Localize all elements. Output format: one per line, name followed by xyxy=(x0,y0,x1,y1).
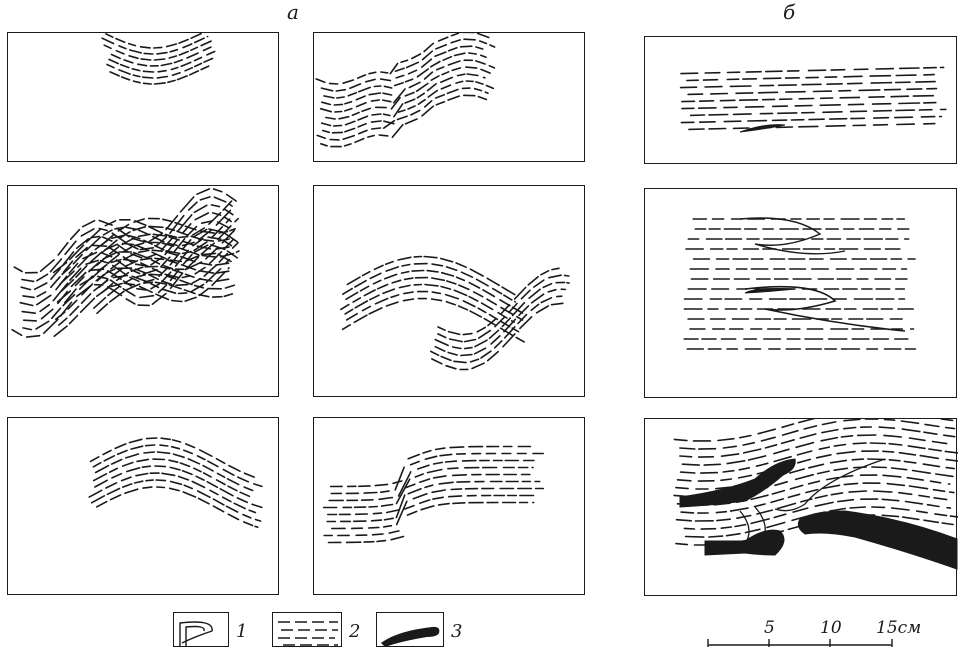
legend-num-3: 3 xyxy=(451,621,462,642)
legend-symbol-1 xyxy=(173,612,229,647)
legend-num-1: 1 xyxy=(236,621,247,642)
panel-a-5 xyxy=(7,417,279,595)
panel-a-1 xyxy=(7,32,279,162)
panel-b-2 xyxy=(644,188,957,398)
label-b: б xyxy=(783,0,795,24)
legend-num-2: 2 xyxy=(349,621,360,642)
panel-a-4 xyxy=(313,185,585,397)
dashed-lines-icon xyxy=(273,613,343,648)
scale-tick-5: 5 xyxy=(764,618,775,638)
folded-line-icon xyxy=(174,613,230,648)
panel-b-1 xyxy=(644,36,957,164)
scale-tick-10: 10 xyxy=(820,618,842,638)
panel-b-3 xyxy=(644,418,957,596)
black-lens-icon xyxy=(377,613,445,648)
scale-tick-15: 15см xyxy=(876,618,921,638)
panel-a-2 xyxy=(313,32,585,162)
panel-a-6 xyxy=(313,417,585,595)
panel-a-3 xyxy=(7,185,279,397)
label-a: а xyxy=(287,0,299,24)
legend-symbol-3 xyxy=(376,612,444,647)
legend-symbol-2 xyxy=(272,612,342,647)
